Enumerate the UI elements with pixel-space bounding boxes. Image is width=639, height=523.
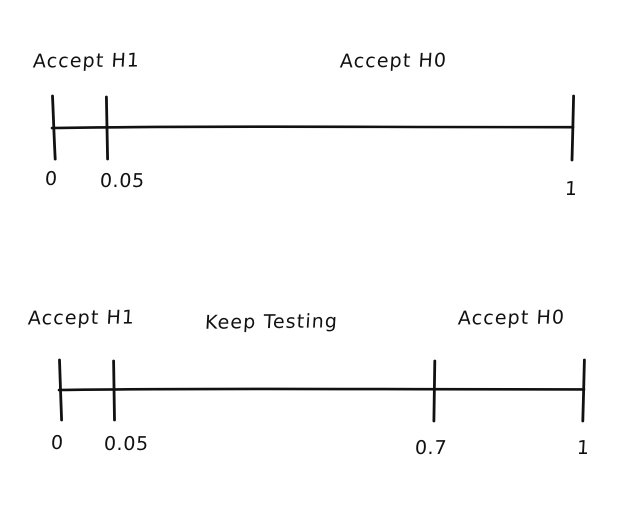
panel-2-number-line — [57, 358, 586, 423]
panel-2-tick-label-1: 1 — [576, 437, 591, 459]
panel-1-tick-0 — [51, 94, 57, 161]
panel-1-tick-label-1: 1 — [564, 178, 579, 200]
panel-2-region-label-accept-h0: Accept H0 — [457, 306, 566, 330]
panel-2-region-label-accept-h1: Accept H1 — [27, 306, 136, 330]
panel-1-tick-label-0: 0 — [44, 168, 59, 190]
panel-2-tick-label-005: 0.05 — [103, 433, 150, 455]
panel-1-region-label-accept-h0: Accept H0 — [339, 49, 448, 73]
panel-1-tick-label-005: 0.05 — [99, 170, 146, 192]
panel-2-tick-label-0: 0 — [50, 432, 65, 454]
panel-2-tick-label-07: 0.7 — [414, 437, 448, 459]
panel-2-axis-line — [57, 387, 586, 392]
panel-2-region-label-keep-testing: Keep Testing — [204, 310, 339, 334]
panel-2-tick-07 — [432, 359, 437, 423]
panel-1-tick-005 — [105, 95, 109, 161]
panel-1-number-line — [50, 94, 575, 162]
panel-2-tick-1 — [581, 358, 586, 423]
panel-2-tick-0 — [58, 358, 63, 422]
panel-1-tick-1 — [570, 94, 575, 162]
panel-1-region-label-accept-h1: Accept H1 — [32, 49, 141, 73]
panel-2-tick-005 — [112, 359, 116, 422]
panel-1-axis-line — [50, 125, 575, 130]
